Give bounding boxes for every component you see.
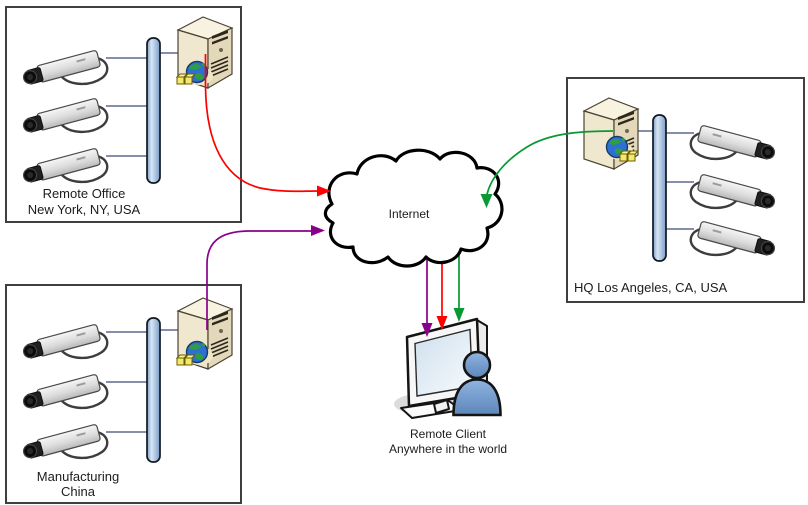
client-label-line1: Remote Client [410, 427, 487, 441]
site-label-ny-line2: New York, NY, USA [28, 202, 141, 217]
person-icon [452, 350, 502, 417]
switch-bar-icon [652, 114, 667, 262]
client-label-line2: Anywhere in the world [389, 442, 507, 456]
arrowhead-red [436, 316, 448, 330]
link-hq-internet [480, 130, 614, 208]
site-label-hq: HQ Los Angeles, CA, USA [574, 280, 728, 295]
internet-cloud [323, 148, 504, 268]
link-china-internet [206, 225, 325, 330]
switch-bar-icon [146, 37, 161, 184]
switch-bar-icon [146, 317, 161, 463]
site-label-china-line1: Manufacturing [37, 469, 119, 484]
cloud-label: Internet [389, 207, 430, 221]
remote-client-group [394, 317, 502, 419]
arrowhead-green [453, 308, 465, 322]
link-ny-internet [204, 54, 331, 197]
site-label-ny-line1: Remote Office [43, 186, 126, 201]
arrowhead-purple [421, 323, 433, 337]
site-label-china-line2: China [61, 484, 96, 499]
